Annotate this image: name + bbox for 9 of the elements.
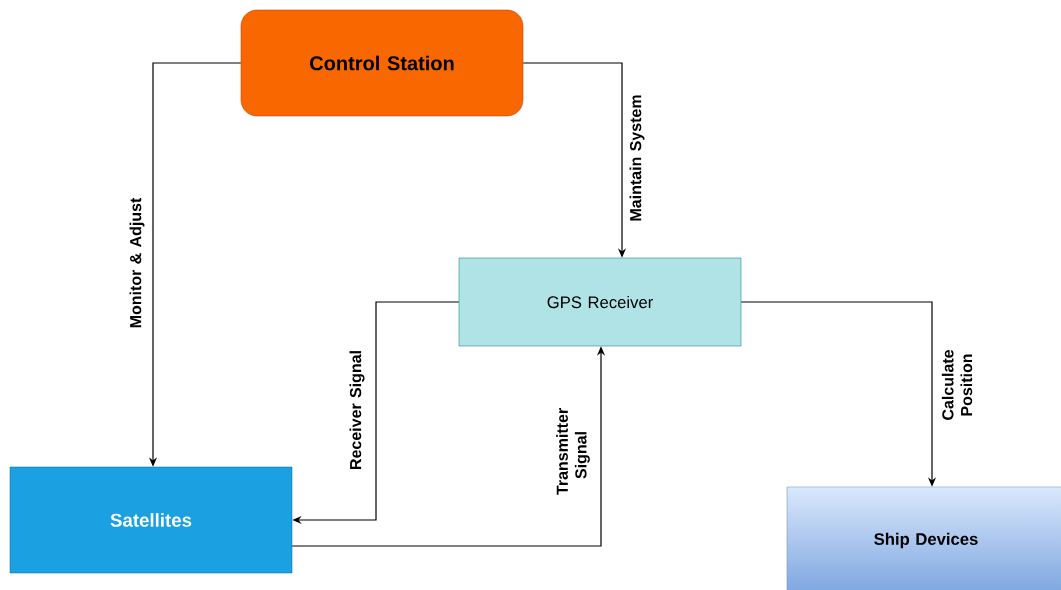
edge-label: Monitor & Adjust [129, 197, 145, 328]
satellites-box: Satellites [9, 466, 293, 574]
station-box: Control Station [240, 9, 524, 117]
receiver-box: GPS Receiver [458, 257, 742, 347]
devices-box: Ship Devices [786, 486, 1061, 590]
edge-label: Receiver Signal [349, 351, 365, 469]
edge-label: Transmitter Signal [556, 408, 590, 495]
edge-label: Maintain System [629, 95, 645, 221]
edge-label: Calculate Position [941, 350, 973, 420]
